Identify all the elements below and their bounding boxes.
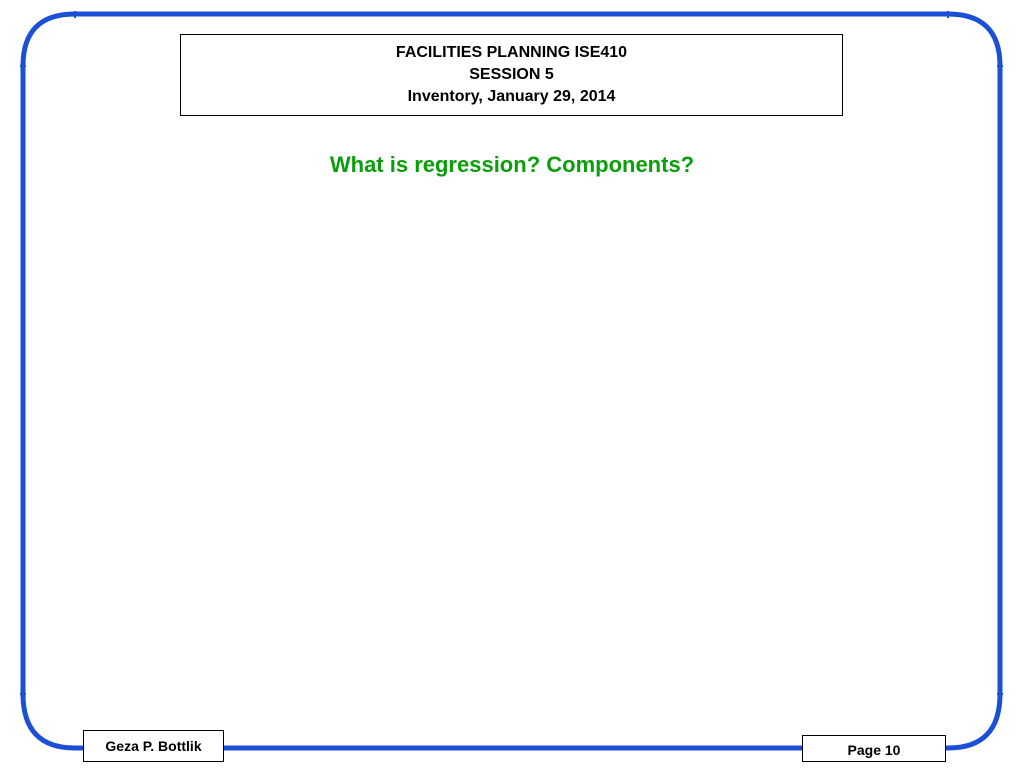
slide-title: What is regression? Components?	[329, 152, 695, 177]
page-number-box: Page 10	[802, 735, 946, 762]
page-number: Page 10	[847, 742, 901, 758]
author-box: Geza P. Bottlik	[83, 730, 224, 762]
header-session: SESSION 5	[469, 66, 554, 83]
header-box: FACILITIES PLANNING ISE410 SESSION 5 Inv…	[180, 34, 843, 116]
header-course: FACILITIES PLANNING ISE410	[395, 44, 628, 61]
frame-border	[20, 11, 1003, 751]
header-topic: Inventory, January 29, 2014	[407, 88, 616, 105]
author-name: Geza P. Bottlik	[105, 738, 202, 754]
